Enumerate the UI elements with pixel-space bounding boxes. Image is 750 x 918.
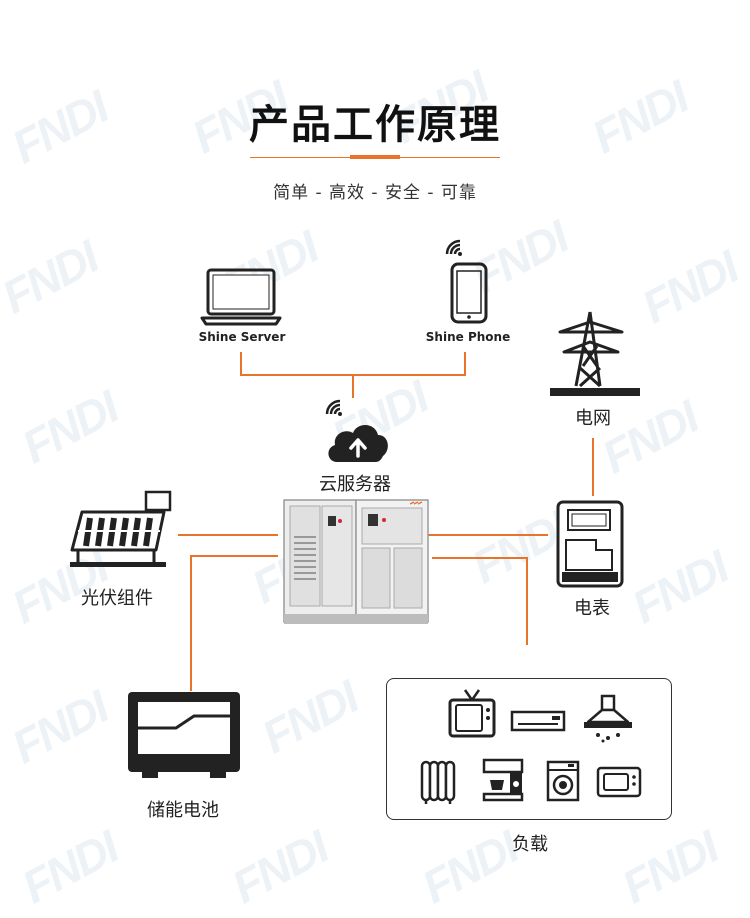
wifi-icon — [445, 239, 462, 256]
range-hood-icon — [584, 694, 632, 743]
meter-label: 电表 — [574, 598, 610, 619]
cloud-upload-icon — [328, 424, 388, 462]
line-battery-h — [190, 555, 278, 557]
wifi-icon — [325, 399, 342, 416]
watermark: FNDI — [253, 670, 366, 764]
line-meter — [428, 534, 548, 536]
coffee-machine-icon — [482, 758, 524, 802]
smartphone-icon — [450, 262, 488, 324]
radiator-heater-icon — [420, 760, 456, 804]
load-label: 负载 — [512, 834, 548, 855]
line-server-down — [240, 352, 242, 376]
line-phone-down — [464, 352, 466, 376]
tv-icon — [448, 689, 496, 738]
watermark: FNDI — [223, 820, 336, 914]
inverter-cabinet — [283, 499, 429, 624]
battery-icon — [128, 692, 240, 778]
page-title: 产品工作原理 — [249, 102, 501, 148]
line-bus-to-cloud — [352, 374, 354, 398]
shine-phone-label: Shine Phone — [425, 330, 511, 344]
air-conditioner-icon — [510, 710, 566, 732]
watermark: FNDI — [13, 820, 126, 914]
grid-label: 电网 — [575, 408, 611, 429]
page-subtitle: 简单 - 高效 - 安全 - 可靠 — [273, 183, 477, 203]
washing-machine-icon — [546, 760, 580, 802]
cloud-label: 云服务器 — [319, 474, 391, 495]
laptop-icon — [200, 268, 282, 326]
title-underline-accent — [350, 155, 400, 159]
line-load-v — [526, 557, 528, 645]
watermark: FNDI — [633, 240, 746, 334]
watermark: FNDI — [3, 680, 116, 774]
line-battery-v — [190, 555, 192, 691]
electric-meter-icon — [556, 500, 624, 588]
power-tower-icon — [550, 311, 640, 396]
line-pv — [178, 534, 278, 536]
line-load-h — [432, 557, 528, 559]
microwave-icon — [596, 766, 642, 798]
battery-label: 储能电池 — [147, 800, 219, 821]
watermark: FNDI — [623, 540, 736, 634]
solar-panel-icon — [70, 490, 172, 567]
watermark: FNDI — [0, 230, 106, 324]
watermark: FNDI — [613, 820, 726, 914]
pv-label: 光伏组件 — [81, 588, 153, 609]
watermark: FNDI — [13, 380, 126, 474]
line-grid-meter — [592, 438, 594, 496]
shine-server-label: Shine Server — [198, 330, 286, 344]
